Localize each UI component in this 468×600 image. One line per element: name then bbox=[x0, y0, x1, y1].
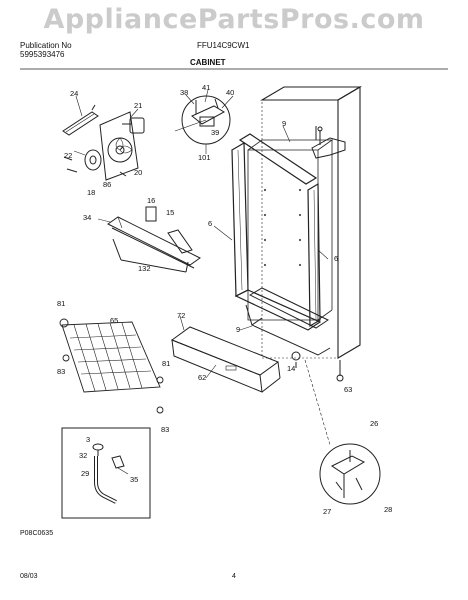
publication-label: Publication No bbox=[20, 41, 72, 50]
callout-35: 35 bbox=[130, 475, 138, 484]
section-title: CABINET bbox=[190, 58, 226, 67]
callout-72: 72 bbox=[177, 311, 185, 320]
callout-40: 40 bbox=[226, 88, 234, 97]
fan-motor-assembly bbox=[62, 104, 145, 181]
callout-leaders bbox=[75, 89, 329, 379]
callout-24: 24 bbox=[70, 89, 78, 98]
callout-22: 22 bbox=[64, 151, 72, 160]
callout-20: 20 bbox=[134, 168, 142, 177]
callout-9-top: 9 bbox=[282, 119, 286, 128]
callout-29: 29 bbox=[81, 469, 89, 478]
leveling-legs bbox=[291, 351, 344, 382]
callout-132: 132 bbox=[138, 264, 151, 273]
callout-21: 21 bbox=[134, 101, 142, 110]
callout-16: 16 bbox=[147, 196, 155, 205]
callout-41: 41 bbox=[202, 83, 210, 92]
callout-81-left: 81 bbox=[57, 299, 65, 308]
callout-labels: 24 21 22 20 86 18 38 41 40 39 101 9 6 6 … bbox=[57, 83, 392, 516]
callout-15: 15 bbox=[166, 208, 174, 217]
drain-detail-box bbox=[61, 427, 151, 519]
bottom-hinge-detail bbox=[304, 359, 381, 505]
callout-39: 39 bbox=[211, 128, 219, 137]
callout-9-bottom: 9 bbox=[236, 325, 240, 334]
callout-32: 32 bbox=[79, 451, 87, 460]
page-number: 4 bbox=[232, 573, 236, 580]
callout-101: 101 bbox=[198, 153, 211, 162]
grille bbox=[59, 318, 164, 414]
callout-6-right: 6 bbox=[334, 254, 338, 263]
callout-63: 63 bbox=[344, 385, 352, 394]
callout-83-left: 83 bbox=[57, 367, 65, 376]
callout-62: 62 bbox=[198, 373, 206, 382]
kickplate bbox=[170, 326, 281, 393]
breaker-strips bbox=[231, 133, 322, 331]
callout-18: 18 bbox=[87, 188, 95, 197]
publication-number: 5995393476 bbox=[20, 50, 65, 59]
light-assembly bbox=[97, 206, 201, 273]
drawing-code: P08C0635 bbox=[20, 530, 54, 537]
light-switch-detail bbox=[174, 95, 231, 154]
model-number: FFU14C9CW1 bbox=[197, 41, 250, 50]
callout-86: 86 bbox=[103, 180, 111, 189]
callout-83-right: 83 bbox=[161, 425, 169, 434]
callout-6-left: 6 bbox=[208, 219, 212, 228]
cabinet-body bbox=[247, 86, 363, 359]
callout-65: 65 bbox=[110, 316, 118, 325]
publication-date: 08/03 bbox=[20, 573, 38, 580]
bottom-frame bbox=[245, 287, 331, 356]
callout-34: 34 bbox=[83, 213, 91, 222]
watermark: AppliancePartsPros.com bbox=[43, 4, 425, 35]
callout-3: 3 bbox=[86, 435, 90, 444]
callout-27: 27 bbox=[323, 507, 331, 516]
callout-28: 28 bbox=[384, 505, 392, 514]
callout-81-right: 81 bbox=[162, 359, 170, 368]
top-hinge bbox=[311, 126, 346, 159]
callout-38: 38 bbox=[180, 88, 188, 97]
callout-26: 26 bbox=[370, 419, 378, 428]
callout-14: 14 bbox=[287, 364, 295, 373]
